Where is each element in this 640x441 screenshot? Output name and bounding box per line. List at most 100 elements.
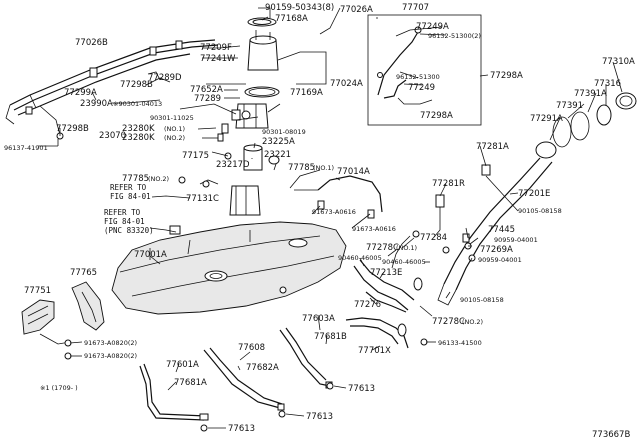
fuel-tank-77001A xyxy=(111,221,347,315)
label-77298A-mid: 77298A xyxy=(420,111,453,121)
refer-note-1-line2: FIG 84-01 xyxy=(110,192,151,201)
label-23280K-1: 23280K xyxy=(122,124,155,134)
label-77276: 77276 xyxy=(354,300,381,310)
label-77701X: 77701X xyxy=(358,346,391,356)
label-77281A: 77281A xyxy=(476,142,509,152)
label-77298A-top: 77298A xyxy=(490,71,523,81)
label-no2-b: (NO.2) xyxy=(148,175,169,183)
label-no1-b: (NO.1) xyxy=(313,164,334,172)
label-90105-08158-a: 90105-08158 xyxy=(518,207,562,215)
diagram-id: 773667B xyxy=(592,430,630,440)
label-90460-46005-a: 90460-46005 xyxy=(338,254,382,262)
label-77707: 77707 xyxy=(402,3,429,13)
label-77281R: 77281R xyxy=(432,179,465,189)
label-23070: 23070 xyxy=(99,131,126,141)
label-no1-c: (NO.1) xyxy=(396,244,417,252)
label-96132-51300: 96132-51300 xyxy=(396,73,440,81)
label-no2-c: (NO.2) xyxy=(462,318,483,326)
label-77316: 77316 xyxy=(594,79,621,89)
label-77613-a: 77613 xyxy=(348,384,375,394)
label-77613-c: 77613 xyxy=(228,424,255,434)
label-77785-2: 77785 xyxy=(122,174,149,184)
label-90301-11025: 90301-11025 xyxy=(150,114,194,122)
label-77289D: 77289D xyxy=(148,73,182,83)
label-23221: 23221 xyxy=(264,150,291,160)
label-77291A: 77291A xyxy=(530,114,563,124)
label-90301-08019: 90301-08019 xyxy=(262,128,306,136)
refer-note-2-line2: FIG 84-01 xyxy=(104,217,145,226)
label-77278C-1: 77278C xyxy=(366,243,399,253)
label-77168A: 77168A xyxy=(275,14,308,24)
label-77445: 77445 xyxy=(488,225,515,235)
label-77603A: 77603A xyxy=(302,314,335,324)
label-90460-46005-b: 90460-46005 xyxy=(382,258,426,266)
label-23990A: 23990A xyxy=(80,99,113,109)
label-77026A: 77026A xyxy=(340,5,373,15)
label-77289: 77289 xyxy=(194,94,221,104)
label-77278C-2: 77278C xyxy=(432,317,465,327)
filler-cap-rings xyxy=(535,92,637,159)
label-77249A: 77249A xyxy=(416,22,449,32)
label-90159-50343: 90159-50343(8) xyxy=(265,3,334,13)
label-77613-b: 77613 xyxy=(306,412,333,422)
label-77209F: 77209F xyxy=(200,43,232,53)
label-no1-a: (NO.1) xyxy=(164,125,185,133)
label-77652A: 77652A xyxy=(190,85,223,95)
label-90959-04001-a: 90959-04001 xyxy=(494,236,538,244)
label-23225A: 23225A xyxy=(262,137,295,147)
label-77026B: 77026B xyxy=(75,38,108,48)
label-77682A: 77682A xyxy=(246,363,279,373)
label-23217D: 23217D xyxy=(216,160,250,170)
label-77298B-left: 77298B xyxy=(56,124,89,134)
label-no2-a: (NO.2) xyxy=(164,134,185,142)
label-77241W: 77241W xyxy=(200,54,236,64)
label-77785-1: 77785 xyxy=(288,163,315,173)
label-77269A: 77269A xyxy=(480,245,513,255)
filler-pipe-77201E xyxy=(435,157,553,306)
label-23280K-2: 23280K xyxy=(122,133,155,143)
label-91673-A0820-2b: 91673-A0820(2) xyxy=(84,352,137,360)
label-77601A: 77601A xyxy=(166,360,199,370)
filler-hose-assembly xyxy=(345,230,450,349)
label-77284: 77284 xyxy=(420,233,447,243)
label-96132-51300-2: 96132-51300(2) xyxy=(428,32,481,40)
label-77249: 77249 xyxy=(408,83,435,93)
vent-tube-assembly-77707 xyxy=(367,14,482,126)
fuel-pump-module xyxy=(217,17,280,216)
refer-note-2-line3: (PNC 83320) xyxy=(104,226,154,235)
label-96133-41500: 96133-41500 xyxy=(438,339,482,347)
footnote: ※1 (1709- ) xyxy=(40,384,78,392)
label-90959-04001-b: 90959-04001 xyxy=(478,256,522,264)
part-labels: 90159-50343(8) 77168A 77026A 77707 77249… xyxy=(4,3,635,434)
refer-note-2-line1: REFER TO xyxy=(104,208,141,217)
label-77751: 77751 xyxy=(24,286,51,296)
label-90105-08158-b: 90105-08158 xyxy=(460,296,504,304)
label-77001A: 77001A xyxy=(134,250,167,260)
label-77299A: 77299A xyxy=(64,88,97,98)
label-77014A: 77014A xyxy=(337,167,370,177)
label-77608: 77608 xyxy=(238,343,265,353)
fuel-tank-straps xyxy=(139,327,334,432)
label-77391A: 77391A xyxy=(574,89,607,99)
label-77131C: 77131C xyxy=(186,194,219,204)
label-77169A: 77169A xyxy=(290,88,323,98)
label-91673-A0616-a: 91673-A0616 xyxy=(312,208,356,216)
fuel-tube-assembly-77026B xyxy=(5,39,219,146)
label-77024A: 77024A xyxy=(330,79,363,89)
label-77213E: 77213E xyxy=(370,268,402,278)
label-77175: 77175 xyxy=(182,151,209,161)
label-96137-41901: 96137-41901 xyxy=(4,144,48,152)
label-77681A: 77681A xyxy=(174,378,207,388)
leader-lines xyxy=(38,7,623,429)
label-77765: 77765 xyxy=(70,268,97,278)
label-91673-A0616-b: 91673-A0616 xyxy=(352,225,396,233)
vapor-line-77014A xyxy=(178,175,383,219)
label-90301-04013: ※90301-04013 xyxy=(113,100,162,108)
label-77391: 77391 xyxy=(556,101,583,111)
label-91673-A0820-2a: 91673-A0820(2) xyxy=(84,339,137,347)
label-77310A: 77310A xyxy=(602,57,635,67)
refer-notes: REFER TO FIG 84-01 REFER TO FIG 84-01 (P… xyxy=(104,183,154,235)
label-77681B: 77681B xyxy=(314,332,347,342)
refer-note-1-line1: REFER TO xyxy=(110,183,147,192)
